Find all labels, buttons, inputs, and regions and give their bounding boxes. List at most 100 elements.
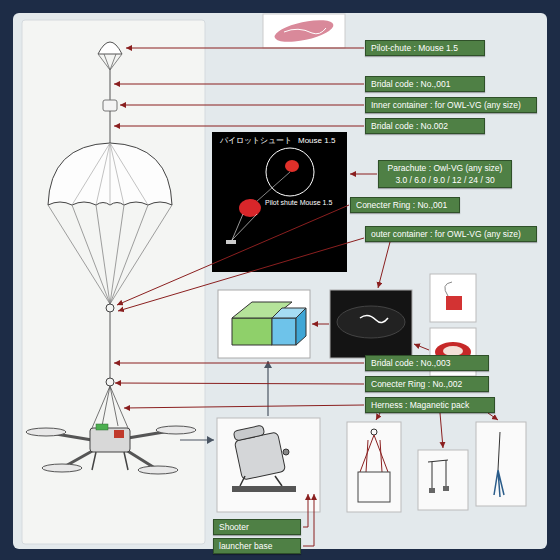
leader-line xyxy=(126,48,364,49)
canopy-gores xyxy=(72,143,148,205)
label-tag: Bridal code : No.,003 xyxy=(365,355,489,371)
pack xyxy=(114,430,124,438)
knob xyxy=(283,449,289,455)
leader-line xyxy=(312,324,329,325)
panel-ground xyxy=(13,13,547,549)
harness-panel xyxy=(347,422,401,512)
label-text: Shooter xyxy=(219,521,249,533)
leader-line xyxy=(303,494,308,527)
label-text: Inner container : for OWL-VG (any size) xyxy=(371,99,521,111)
pilot-chute-photo xyxy=(263,14,345,48)
tether xyxy=(498,432,500,470)
photo-inset: パイロットシュート Mouse 1.5Pilot shute Mouse 1.5 xyxy=(212,132,347,272)
photo-ground xyxy=(212,132,347,272)
photo-caption: パイロットシュート xyxy=(220,136,292,146)
photo-canopy xyxy=(239,199,261,217)
leader-line xyxy=(350,174,377,175)
pack xyxy=(96,424,108,430)
label-tag: Shooter xyxy=(213,519,301,535)
harness-panel xyxy=(476,422,526,506)
label-tag: Conecter Ring : No.,002 xyxy=(365,376,489,392)
flow-arrow xyxy=(267,361,268,416)
leader-line xyxy=(118,238,364,311)
harness-part xyxy=(428,460,448,490)
label-text: Bridal code : No.,001 xyxy=(371,78,450,90)
label-text: outer container : for OWL-VG (any size) xyxy=(371,228,521,240)
bag-logo xyxy=(360,315,388,322)
bag xyxy=(337,306,405,338)
inner-container xyxy=(103,100,117,111)
pilot-lines xyxy=(98,54,122,70)
drone-legs xyxy=(92,452,128,470)
label-text: launcher base xyxy=(219,540,272,552)
blue-box-side xyxy=(296,308,306,345)
label-tag: outer container : for OWL-VG (any size) xyxy=(365,226,537,242)
shooter-legs xyxy=(240,476,282,486)
label-tag: launcher base xyxy=(213,538,301,554)
harness-frame xyxy=(358,472,390,502)
item-panel xyxy=(430,274,476,322)
label-text: Herness : Maganetic pack xyxy=(371,399,469,411)
green-box xyxy=(232,318,272,345)
label-tag: Herness : Maganetic pack xyxy=(365,397,495,413)
propeller xyxy=(26,428,66,436)
leader-line xyxy=(114,363,364,364)
leader-line xyxy=(376,413,380,420)
label-tag: Parachute : Owl-VG (any size) 3.0 / 6.0 … xyxy=(378,160,512,188)
leader-line xyxy=(114,84,364,85)
label-tag: Conecter Ring : No.,001 xyxy=(350,197,460,213)
strap xyxy=(445,282,452,296)
drawing-panel xyxy=(22,20,205,544)
drone-body xyxy=(90,428,130,452)
flow-arrow xyxy=(180,439,214,440)
leader-line xyxy=(115,383,364,384)
label-text: Parachute : Owl-VG (any size) 3.0 / 6.0 … xyxy=(384,162,506,186)
shooter-tube xyxy=(233,425,264,441)
photo-pilot-chute xyxy=(285,160,299,172)
tassel xyxy=(494,470,504,497)
leader-line xyxy=(414,344,429,350)
leader-line xyxy=(378,242,390,288)
leader-line xyxy=(440,413,443,448)
label-text: Conecter Ring : No.,001 xyxy=(356,199,447,211)
leader-line xyxy=(303,494,314,546)
bridle-line xyxy=(110,312,111,378)
bridle-line xyxy=(110,111,111,143)
leader-line xyxy=(114,126,364,127)
pilot-chute xyxy=(98,42,122,54)
leader-line xyxy=(488,413,498,420)
harness-lines xyxy=(92,386,128,428)
container-panel xyxy=(218,290,310,358)
label-tag: Bridal code : No.002 xyxy=(365,118,485,134)
shooter-panel xyxy=(217,418,320,512)
harness-straps xyxy=(360,435,388,472)
photo-caption: Mouse 1.5 xyxy=(298,136,335,146)
label-text: Conecter Ring : No.,002 xyxy=(371,378,462,390)
photo-caption: Pilot shute Mouse 1.5 xyxy=(265,198,332,208)
label-tag: Inner container : for OWL-VG (any size) xyxy=(365,97,537,113)
harness-ring xyxy=(371,429,377,435)
folded-chute xyxy=(273,16,335,46)
propeller xyxy=(138,466,178,474)
bag-panel xyxy=(330,290,412,358)
label-text: Bridal code : No.,003 xyxy=(371,357,450,369)
harness-clip xyxy=(429,488,435,493)
photo-line xyxy=(256,172,290,202)
launcher-base xyxy=(232,486,296,492)
leader-line xyxy=(120,105,364,106)
bridle-line xyxy=(110,70,111,100)
connector-ring xyxy=(106,378,114,386)
red-item xyxy=(446,296,462,310)
photo-payload xyxy=(226,240,236,244)
label-text: Bridal code : No.002 xyxy=(371,120,448,132)
leader-line xyxy=(117,205,349,305)
leader-line xyxy=(124,405,364,408)
blue-box xyxy=(272,318,296,345)
label-text: Pilot-chute : Mouse 1.5 xyxy=(371,42,458,54)
photo-lines xyxy=(232,214,257,240)
label-tag: Bridal code : No.,001 xyxy=(365,76,485,92)
connector-ring xyxy=(106,304,114,312)
harness-panel xyxy=(418,450,468,510)
